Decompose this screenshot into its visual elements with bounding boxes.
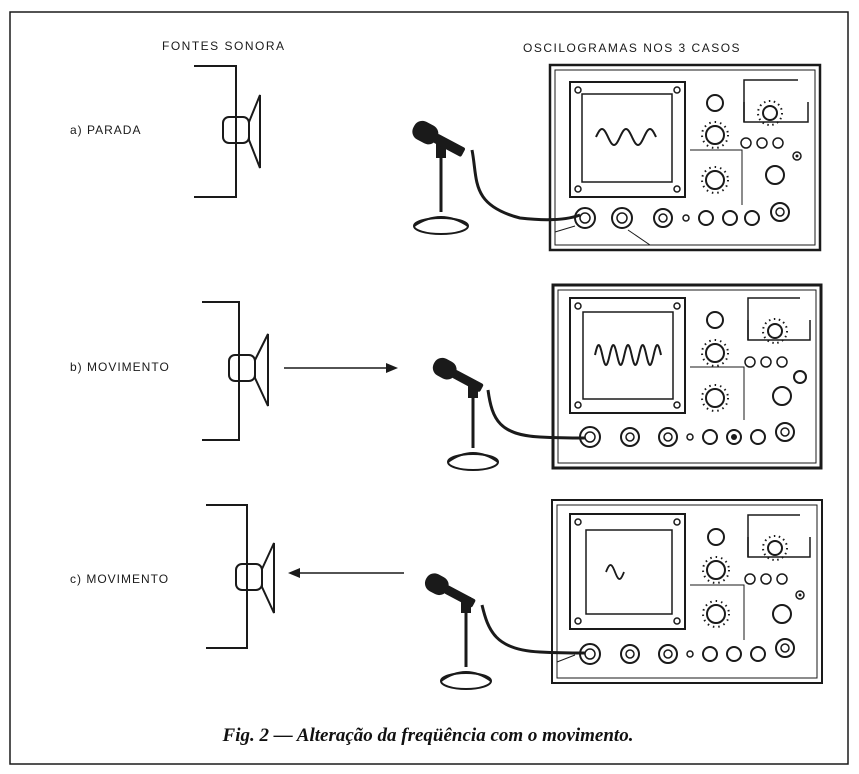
oscilloscope-icon	[548, 63, 822, 252]
case-c: c) MOVIMENTO	[70, 499, 823, 690]
case-a-label: a) PARADA	[70, 123, 141, 137]
oscilloscope-icon	[551, 499, 823, 684]
figure-caption: Fig. 2 — Alteração da freqüência com o m…	[222, 725, 634, 746]
figure-frame	[9, 11, 849, 765]
arrow-icon	[284, 363, 398, 373]
case-b-label: b) MOVIMENTO	[70, 360, 170, 374]
header-left: FONTES SONORA	[162, 39, 286, 53]
microphone-icon	[424, 573, 586, 690]
waveform-trace	[595, 127, 657, 147]
case-c-label: c) MOVIMENTO	[70, 572, 169, 586]
arrow-icon	[288, 568, 404, 578]
case-b: b) MOVIMENTO	[70, 283, 823, 471]
oscilloscope-icon	[551, 283, 823, 470]
speaker-icon	[202, 301, 269, 441]
speaker-icon	[194, 65, 261, 198]
microphone-icon	[432, 357, 586, 471]
waveform-trace	[605, 564, 625, 580]
case-a: a) PARADA	[70, 63, 822, 252]
waveform-trace	[594, 343, 662, 367]
speaker-icon	[206, 504, 275, 649]
header-right: OSCILOGRAMAS NOS 3 CASOS	[523, 41, 741, 55]
microphone-icon	[412, 120, 581, 235]
